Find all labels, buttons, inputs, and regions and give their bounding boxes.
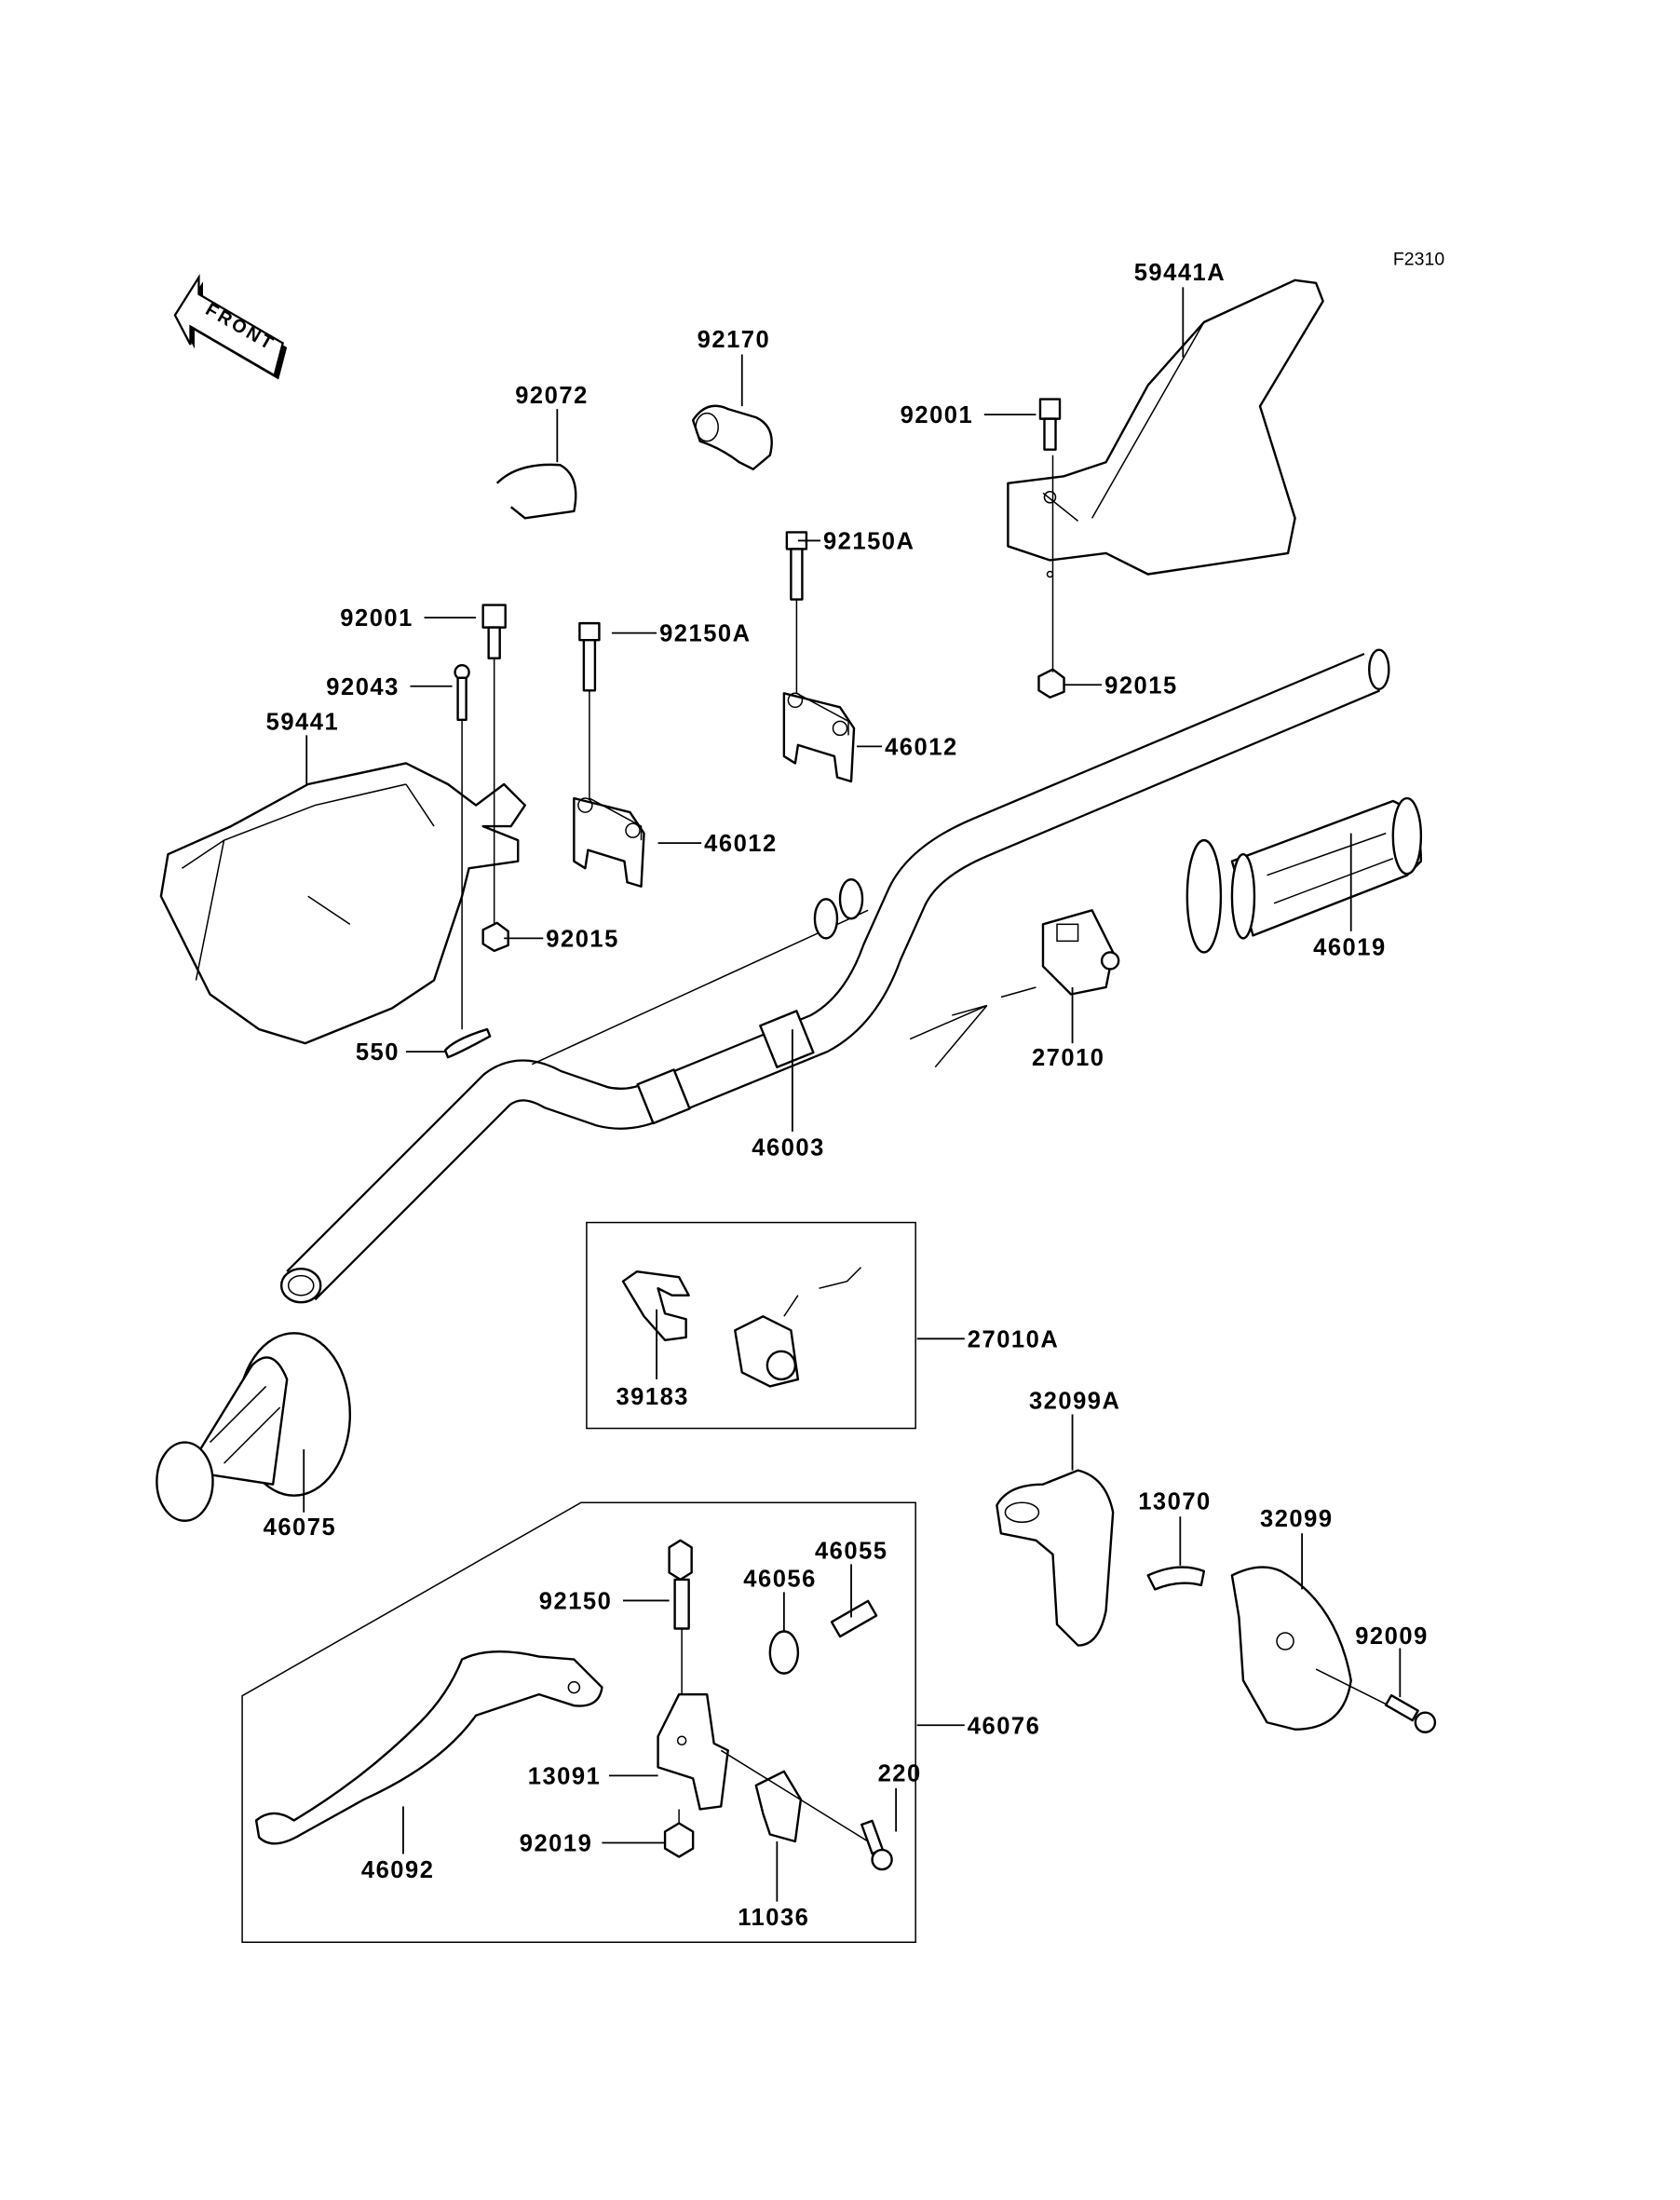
adjuster-46055-part (830, 1599, 878, 1638)
label-27010: 27010 (1032, 1045, 1105, 1071)
label-92072: 92072 (515, 383, 589, 409)
label-92043: 92043 (326, 674, 400, 700)
label-59441A: 59441A (1134, 260, 1226, 286)
label-92001-left: 92001 (340, 605, 413, 631)
label-46012-upper: 46012 (885, 734, 958, 760)
label-46056: 46056 (743, 1566, 817, 1592)
label-550: 550 (356, 1039, 400, 1066)
label-46003: 46003 (752, 1134, 825, 1161)
throttle-grip-part (1185, 796, 1423, 954)
bolt-92001-right-part (1038, 398, 1062, 451)
label-46076: 46076 (968, 1713, 1041, 1739)
bolt-92150A-left-part (578, 621, 601, 692)
bolt-92150A-right-part (785, 531, 808, 601)
label-39183: 39183 (616, 1384, 689, 1410)
bolt-92150-part (668, 1539, 693, 1630)
screw-92009-part (1315, 1668, 1437, 1733)
label-92015-left: 92015 (546, 926, 619, 952)
handlebar-part (279, 648, 1390, 1304)
pin-92043-part (454, 664, 470, 722)
label-92150A-right: 92150A (823, 528, 915, 554)
label-92170: 92170 (698, 327, 771, 353)
clamp-46012-lower-part (573, 796, 645, 888)
nut-92015-left-part (481, 921, 509, 953)
label-92009: 92009 (1355, 1623, 1429, 1650)
label-32099: 32099 (1260, 1506, 1334, 1532)
nut-92015-right-part (1037, 668, 1065, 699)
label-27010A: 27010A (968, 1326, 1060, 1352)
label-46055: 46055 (815, 1538, 888, 1564)
shim-13070-part (1146, 1566, 1206, 1591)
adjuster-46056-part (768, 1630, 800, 1675)
kit-27010A-box (586, 1221, 916, 1430)
diagram-code: F2310 (1393, 249, 1445, 269)
hand-guard-right-part (1007, 278, 1324, 578)
label-46012-lower: 46012 (704, 831, 778, 857)
label-92150: 92150 (539, 1588, 613, 1614)
lever-46092-part (254, 1650, 603, 1845)
label-11036: 11036 (738, 1905, 809, 1931)
hand-guard-left-part (159, 762, 526, 1045)
label-59441: 59441 (266, 709, 340, 735)
nut-92019-part (663, 1822, 695, 1858)
band-92072-part (495, 463, 577, 520)
screw-220-part (720, 1749, 893, 1871)
label-92001-right: 92001 (901, 402, 974, 428)
label-13070: 13070 (1138, 1489, 1212, 1515)
kill-switch-27010-part (909, 909, 1120, 1068)
clamp-11036-part (754, 1770, 803, 1843)
label-92015-right: 92015 (1104, 672, 1178, 699)
label-92150A-left: 92150A (659, 621, 752, 647)
bolt-92001-left-part (481, 604, 507, 659)
cotter-pin-550-part (443, 1027, 492, 1059)
housing-32099-part (1230, 1566, 1352, 1731)
label-92019: 92019 (520, 1831, 593, 1857)
clamp-39183-part (621, 1270, 690, 1342)
housing-32099A-part (996, 1469, 1115, 1647)
switch-27010A-part (734, 1267, 862, 1388)
label-46019: 46019 (1313, 934, 1387, 960)
label-220: 220 (878, 1760, 922, 1786)
kit-46076-box (241, 1501, 916, 1944)
bracket-13091-part (657, 1692, 729, 1811)
label-46092: 46092 (361, 1857, 435, 1883)
label-13091: 13091 (528, 1763, 602, 1789)
front-arrow-icon: FRONT (173, 273, 288, 380)
holder-92170-part (691, 404, 773, 470)
left-grip-part (156, 1332, 352, 1522)
label-46075: 46075 (264, 1514, 337, 1541)
clamp-46012-upper-part (782, 692, 856, 783)
label-32099A: 32099A (1029, 1388, 1121, 1414)
